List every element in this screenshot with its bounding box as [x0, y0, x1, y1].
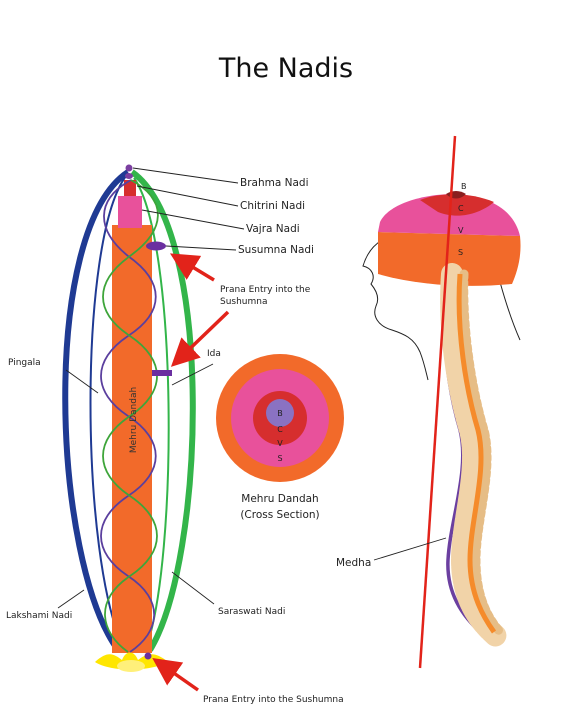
arrow-prana-entry-bottom — [152, 657, 200, 692]
cross-section-letter-s: S — [277, 454, 282, 463]
susumna-nadi-entry — [146, 241, 166, 251]
leader-chitrini — [136, 185, 239, 207]
leader-susumna — [165, 245, 237, 251]
cross-section-letter-b: B — [277, 409, 283, 418]
head-letter-v: V — [458, 226, 464, 235]
pingala-helix-green — [102, 179, 159, 653]
head-spine-figure: B C V S — [362, 135, 521, 669]
head-cap-c-layer — [420, 194, 494, 216]
prana-arrows — [152, 253, 230, 692]
label-lakshami-nadi: Lakshami Nadi — [6, 611, 72, 621]
vertebral-column — [440, 263, 507, 647]
label-prana-entry-top-line1: Prana Entry into the — [220, 285, 311, 295]
label-ida: Ida — [207, 349, 221, 359]
brahma-nadi-knot — [125, 173, 133, 179]
label-prana-entry-top-line2: Sushumna — [220, 297, 268, 307]
brahma-nadi-point — [125, 164, 133, 172]
base-entry-point — [144, 652, 152, 660]
nadi-column-figure: Mehru Dandah — [62, 164, 196, 672]
arrow-ida-marker — [170, 310, 230, 367]
leader-saraswati — [171, 571, 215, 605]
vajra-nadi-segment — [118, 196, 142, 228]
central-axis-line — [418, 135, 457, 669]
label-pingala: Pingala — [8, 358, 41, 368]
cross-section-figure: B C V S — [216, 354, 344, 482]
leader-brahma — [132, 167, 239, 184]
diagram-title: The Nadis — [218, 53, 353, 84]
vertebral-processes — [459, 269, 505, 637]
head-letter-s: S — [458, 248, 463, 257]
ida-marker-bar — [152, 370, 172, 376]
leader-lines-left — [57, 167, 245, 609]
head-letter-c: C — [458, 204, 464, 213]
cross-section-ring-b — [266, 399, 294, 427]
lotus-base-glow — [117, 660, 145, 672]
cross-section-caption-line1: Mehru Dandah — [241, 493, 318, 505]
ida-helix-purple — [100, 179, 157, 653]
leader-pingala — [65, 369, 99, 394]
pingala-nadi-curve — [62, 169, 130, 652]
cross-section-letter-c: C — [277, 425, 283, 434]
head-profile-outline — [362, 239, 429, 381]
mehru-dandah-vertical-label: Mehru Dandah — [129, 387, 139, 453]
spinal-cord — [456, 273, 497, 634]
leader-ida — [171, 363, 214, 386]
chitrini-nadi-segment — [124, 180, 136, 196]
label-prana-entry-bottom: Prana Entry into the Sushumna — [203, 695, 344, 705]
label-saraswati-nadi: Saraswati Nadi — [218, 607, 285, 617]
label-medha: Medha — [336, 557, 371, 569]
head-letter-b: B — [461, 182, 467, 191]
arrow-prana-entry-top — [170, 253, 215, 282]
label-chitrini-nadi: Chitrini Nadi — [240, 200, 305, 212]
saraswati-nadi-curve — [130, 169, 196, 652]
leader-vajra — [141, 209, 245, 230]
cross-section-letter-v: V — [277, 439, 283, 448]
mehru-dandah-column — [112, 225, 152, 653]
leader-lakshami — [57, 589, 85, 609]
label-susumna-nadi: Susumna Nadi — [238, 244, 314, 256]
cross-section-caption-line2: (Cross Section) — [240, 509, 319, 521]
head-cap-s-layer — [378, 232, 521, 286]
back-of-neck-outline — [499, 281, 521, 341]
label-brahma-nadi: Brahma Nadi — [240, 177, 308, 189]
saraswati-nadi-curve-inner — [133, 177, 170, 649]
label-vajra-nadi: Vajra Nadi — [246, 223, 300, 235]
leader-medha — [373, 537, 447, 561]
